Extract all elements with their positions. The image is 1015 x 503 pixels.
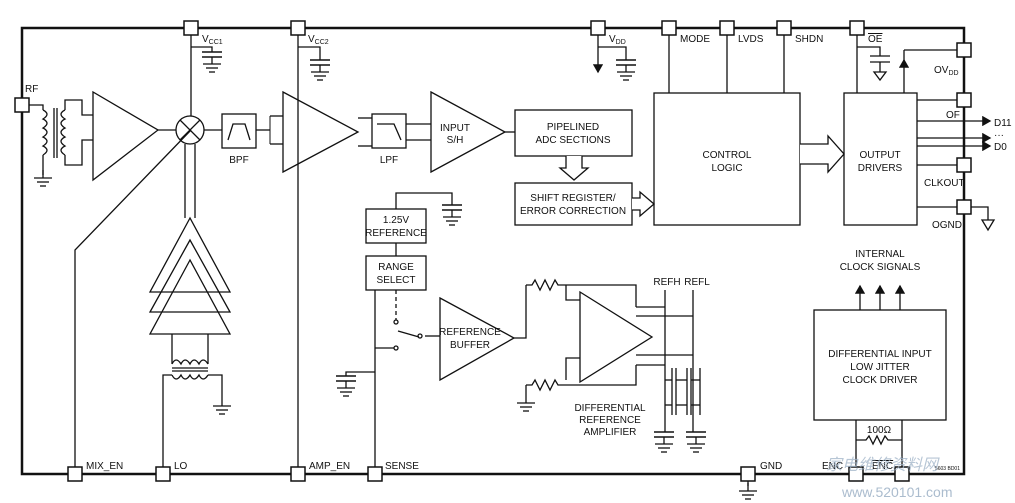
lo-amplifier — [148, 216, 232, 293]
pin-ognd-label: OGND — [932, 220, 962, 231]
pin-oe-label: OE — [868, 34, 883, 45]
chip-outline — [20, 26, 966, 476]
output-label-2: DRIVERS — [858, 163, 903, 174]
range-label-2: SELECT — [377, 275, 416, 286]
if-amplifier — [282, 90, 360, 174]
pin-mix-en-label: MIX_EN — [86, 461, 123, 472]
pin-enc-label: ENC — [822, 461, 843, 472]
internal-clock-label-2: CLOCK SIGNALS — [840, 262, 921, 273]
lpf-label: LPF — [380, 155, 398, 166]
pin-d0-label: D0 — [994, 142, 1007, 153]
pin-clkout-label: CLKOUT — [924, 178, 965, 189]
shift-reg-label-1: SHIFT REGISTER/ — [530, 193, 616, 204]
input-sh-label-2: S/H — [447, 135, 464, 146]
clock-driver-label-3: CLOCK DRIVER — [842, 375, 917, 386]
pin-ovdd-label: OVDD — [934, 65, 959, 77]
pin-rf-label: RF — [25, 84, 38, 95]
pin-of-label: OF — [946, 110, 960, 121]
reference-label-2: REFERENCE — [365, 228, 427, 239]
pin-lvds-label: LVDS — [738, 34, 764, 45]
pin-amp-en-label: AMP_EN — [309, 461, 350, 472]
rf-amplifier — [92, 90, 160, 182]
input-sh-label-1: INPUT — [440, 123, 470, 134]
bpf-block — [221, 113, 257, 149]
pipelined-label-2: ADC SECTIONS — [535, 135, 610, 146]
internal-clock-label-1: INTERNAL — [855, 249, 905, 260]
diff-amp-label-1: DIFFERENTIAL — [574, 403, 646, 414]
pin-gnd-label: GND — [760, 461, 782, 472]
ref-buffer-label-1: REFERENCE — [439, 327, 501, 338]
pin-mode-label: MODE — [680, 34, 710, 45]
shift-register — [514, 182, 633, 226]
watermark-cn: 家电维修资料网 — [826, 456, 940, 474]
pin-vdd-label: VDD — [609, 34, 626, 46]
diff-amp-label-3: AMPLIFIER — [584, 427, 637, 438]
pin-sense-label: SENSE — [385, 461, 419, 472]
clock-driver-label-2: LOW JITTER — [850, 362, 909, 373]
shift-reg-label-2: ERROR CORRECTION — [520, 206, 626, 217]
pin-dots-label: ··· — [994, 130, 1004, 141]
pin-vcc2-label: VCC2 — [308, 34, 329, 46]
ref-buffer-label-2: BUFFER — [450, 340, 490, 351]
lpf-block — [371, 113, 407, 149]
differential-reference-amplifier — [579, 290, 654, 384]
watermark-url: www.520101.com — [841, 484, 953, 500]
pin-vcc1-label: VCC1 — [202, 34, 223, 46]
reference-label-1: 1.25V — [383, 215, 409, 226]
output-drivers — [843, 92, 918, 226]
clock-driver-label-1: DIFFERENTIAL INPUT — [828, 349, 932, 360]
pipelined-adc — [514, 109, 633, 157]
output-label-1: OUTPUT — [859, 150, 900, 161]
input-sh — [430, 90, 507, 174]
control-label-1: CONTROL — [703, 150, 752, 161]
diff-amp-label-2: REFERENCE — [579, 415, 641, 426]
pin-lo-label: LO — [174, 461, 188, 472]
resistor-label: 100Ω — [867, 425, 892, 436]
pin-enc-bar-label: ENC — [872, 461, 893, 472]
pipelined-label-1: PIPELINED — [547, 122, 599, 133]
pin-shdn-label: SHDN — [795, 34, 823, 45]
figure-code: 5603 BD01 — [935, 466, 960, 472]
bpf-label: BPF — [229, 155, 248, 166]
range-label-1: RANGE — [378, 262, 414, 273]
reference-buffer — [439, 296, 516, 382]
refl-label: REFL — [684, 277, 710, 288]
refh-label: REFH — [653, 277, 680, 288]
pin-d11-label: D11 — [994, 118, 1012, 129]
control-label-2: LOGIC — [711, 163, 742, 174]
